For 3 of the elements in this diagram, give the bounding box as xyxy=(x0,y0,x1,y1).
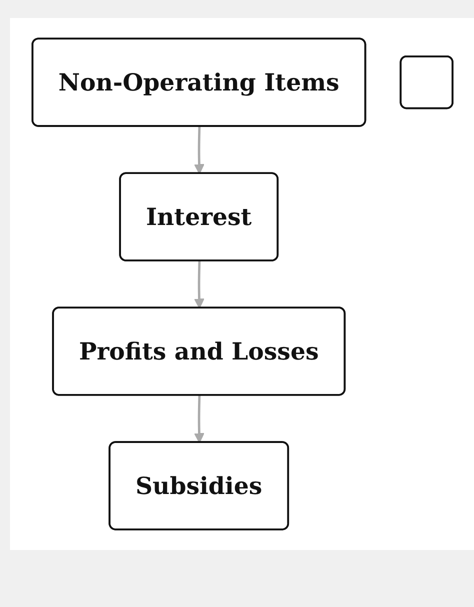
arrow xyxy=(194,126,204,174)
arrow xyxy=(194,395,204,444)
arrow xyxy=(194,260,204,309)
